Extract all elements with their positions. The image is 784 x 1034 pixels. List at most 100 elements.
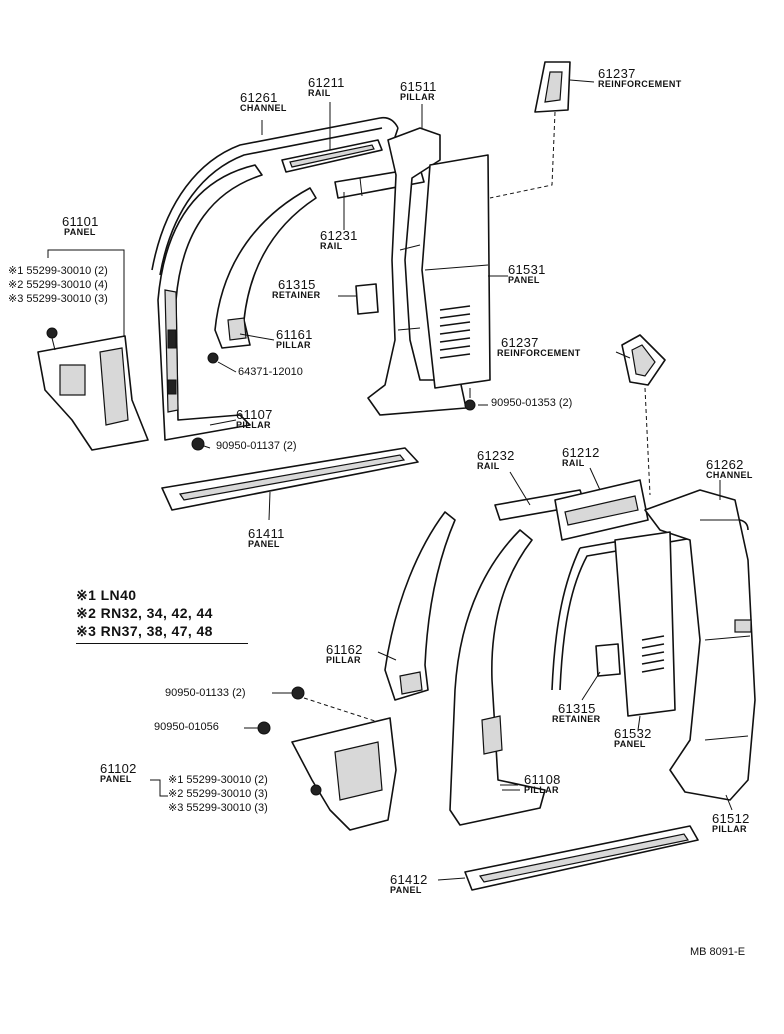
part-number: 61511 (400, 79, 437, 94)
label-90950-01133: 90950-01133 (2) (165, 687, 246, 699)
rail-61212-drawing (554, 479, 649, 541)
clip-90950-01353-drawing (464, 388, 476, 411)
pillar-61162-drawing (384, 511, 456, 701)
part-number: 61108 (524, 772, 561, 787)
part-number: 61211 (308, 75, 345, 90)
label-61231: 61231 RAIL (320, 229, 358, 251)
part-desc: PANEL (508, 275, 540, 285)
label-61261: 61261 CHANNEL (240, 91, 287, 113)
clip-90950-01056-drawing (257, 721, 271, 735)
part-desc: PILLAR (236, 420, 271, 430)
figure-code: MB 8091-E (690, 946, 746, 958)
label-61232: 61232 RAIL (477, 449, 515, 471)
part-desc: PANEL (64, 227, 96, 237)
label-61237-top: 61237 REINFORCEMENT (598, 67, 682, 89)
part-desc: RAIL (320, 241, 343, 251)
part-desc: PILLAR (276, 340, 311, 350)
vent-slats (439, 305, 471, 359)
part-desc: REINFORCEMENT (598, 79, 682, 89)
part-number: 61411 (248, 526, 285, 541)
part-desc: PILLAR (326, 655, 361, 665)
panel-61412-drawing (464, 825, 699, 891)
screw-64371-drawing (207, 352, 237, 373)
label-61511: 61511 PILLAR (400, 80, 437, 102)
part-desc: RAIL (308, 88, 331, 98)
panel-61101-drawing (37, 327, 149, 451)
label-61315-lower: 61315 RETAINER (552, 702, 601, 724)
leader-lines (203, 79, 733, 881)
panel-61411-drawing (161, 447, 419, 521)
part-desc: RAIL (562, 458, 585, 468)
label-61412: 61412 PANEL (390, 873, 428, 895)
variant-list-top: ※1 55299-30010 (2) ※2 55299-30010 (4) ※3… (8, 264, 108, 306)
clip-90950-01137-drawing (191, 437, 205, 451)
reinforcement-61237-top-drawing (489, 61, 571, 199)
label-61212: 61212 RAIL (562, 446, 600, 468)
part-desc: PANEL (248, 539, 280, 549)
pillar-61512-drawing (644, 489, 756, 801)
part-desc: PANEL (614, 739, 646, 749)
part-desc: RETAINER (552, 714, 601, 724)
model-legend: ※1 LN40 ※2 RN32, 34, 42, 44 ※3 RN37, 38,… (76, 586, 248, 644)
part-number: 61512 (712, 811, 750, 826)
part-desc: CHANNEL (240, 103, 287, 113)
variant-bracket-bottom (150, 779, 168, 797)
part-desc: PANEL (100, 774, 132, 784)
label-61161: 61161 PILLAR (276, 328, 313, 350)
label-61411: 61411 PANEL (248, 527, 285, 549)
part-number: 61315 (278, 277, 316, 292)
part-desc: PILLAR (712, 824, 747, 834)
label-61108: 61108 PILLAR (524, 773, 561, 795)
part-desc: REINFORCEMENT (497, 348, 581, 358)
part-desc: PILLAR (400, 92, 435, 102)
part-number: 61162 (326, 642, 363, 657)
label-90950-01056: 90950-01056 (154, 721, 219, 733)
label-61211: 61211 RAIL (308, 76, 345, 98)
part-desc: PANEL (390, 885, 422, 895)
label-61237-mid: 61237 REINFORCEMENT (497, 336, 581, 358)
label-61531: 61531 PANEL (508, 263, 546, 285)
legend-line: ※1 LN40 (76, 587, 137, 603)
part-number: 61237 (501, 335, 539, 350)
variant-line: ※3 55299-30010 (3) (168, 802, 268, 814)
part-desc: RAIL (477, 461, 500, 471)
label-61262: 61262 CHANNEL (706, 458, 753, 480)
label-61107: 61107 PILLAR (236, 408, 273, 430)
panel-61532-drawing (614, 531, 676, 717)
variant-line: ※1 55299-30010 (2) (168, 774, 268, 786)
clip-90950-01133-drawing (291, 686, 379, 723)
label-61102: 61102 PANEL (100, 762, 137, 784)
variant-line: ※3 55299-30010 (3) (8, 293, 108, 305)
part-number: 61161 (276, 327, 313, 342)
label-61512: 61512 PILLAR (712, 812, 750, 834)
channel-61261-drawing (151, 116, 399, 276)
part-number: 61262 (706, 457, 744, 472)
variant-line: ※2 55299-30010 (4) (8, 279, 108, 291)
label-61101: 61101 PANEL (62, 215, 99, 237)
legend-underline (76, 643, 248, 644)
part-desc: PILLAR (524, 785, 559, 795)
variant-line: ※1 55299-30010 (2) (8, 265, 108, 277)
part-number: 61261 (240, 90, 278, 105)
part-number: 61212 (562, 445, 600, 460)
pillar-61108-drawing (449, 529, 546, 826)
pillar-61107-drawing (157, 164, 263, 441)
retainer-61315-top-drawing (355, 283, 379, 315)
part-number: 61107 (236, 407, 273, 422)
part-number: 61412 (390, 872, 428, 887)
label-61315-top: 61315 RETAINER (272, 278, 321, 300)
rail-61211-drawing (281, 139, 383, 173)
part-number: 61531 (508, 262, 546, 277)
reinforcement-61237-mid-drawing (621, 334, 666, 496)
panel-61531-drawing (421, 154, 491, 389)
label-90950-01137: 90950-01137 (2) (216, 440, 297, 452)
label-61532: 61532 PANEL (614, 727, 652, 749)
part-desc: RETAINER (272, 290, 321, 300)
part-number: 61315 (558, 701, 596, 716)
part-desc: CHANNEL (706, 470, 753, 480)
panel-61102-drawing (291, 717, 397, 831)
label-64371-12010: 64371-12010 (238, 366, 303, 378)
part-number: 61532 (614, 726, 652, 741)
variant-bracket-top (47, 249, 125, 336)
